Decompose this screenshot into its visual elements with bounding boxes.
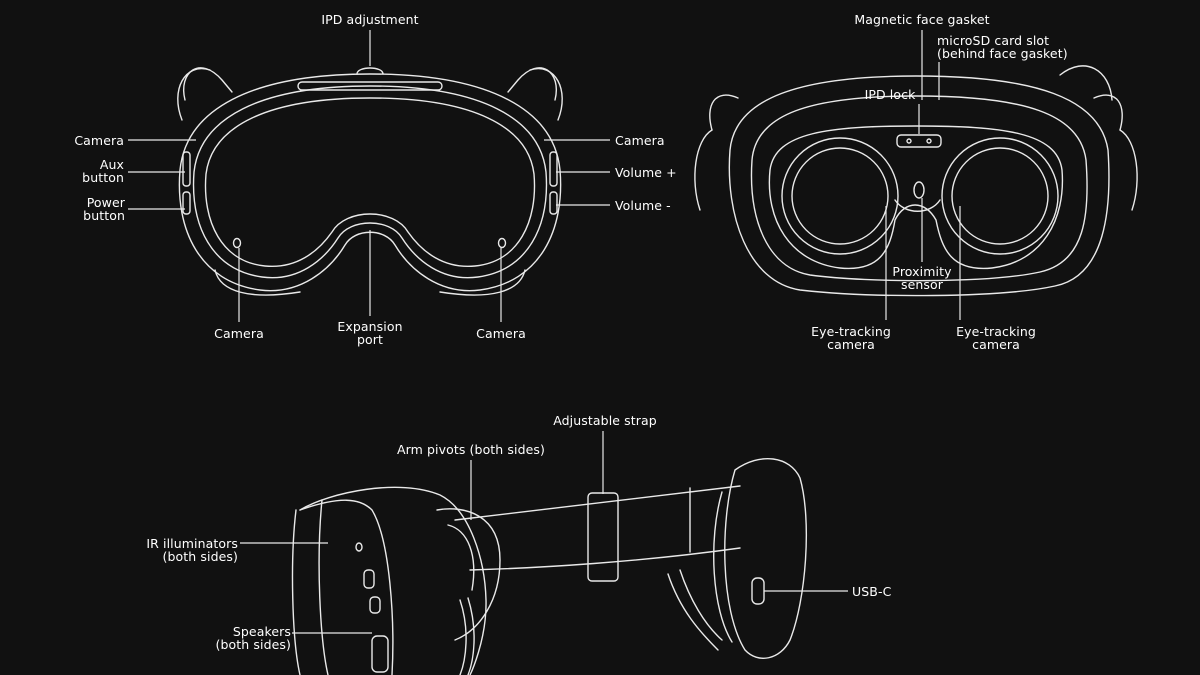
rear-view-leaders (885, 30, 961, 320)
label-volume-minus: Volume - (615, 198, 671, 213)
label-eye-tracking-left: Eye-tracking camera (811, 324, 891, 352)
label-arm-pivots: Arm pivots (both sides) (396, 442, 546, 457)
side-view-leaders (240, 431, 848, 634)
label-ipd-lock: IPD lock (864, 87, 916, 102)
label-eye-tracking-right: Eye-tracking camera (956, 324, 1036, 352)
side-view-drawing (291, 458, 808, 675)
label-aux-button: Aux button (82, 157, 124, 185)
label-ipd-adjustment: IPD adjustment (321, 12, 419, 27)
label-volume-plus: Volume + (615, 165, 677, 180)
label-speakers: Speakers (both sides) (215, 624, 291, 652)
label-camera-left-top: Camera (74, 133, 124, 148)
front-view-leaders (128, 30, 610, 322)
label-ir-illuminators: IR illuminators (both sides) (146, 536, 238, 564)
label-camera-bottom-right: Camera (476, 326, 526, 341)
label-expansion-port: Expansion port (337, 319, 403, 347)
label-magnetic-face-gasket: Magnetic face gasket (854, 12, 990, 27)
label-camera-right-top: Camera (615, 133, 665, 148)
label-camera-bottom-left: Camera (214, 326, 264, 341)
label-usb-c: USB-C (852, 584, 892, 599)
label-microsd-slot: microSD card slot (behind face gasket) (937, 33, 1068, 61)
rear-view-drawing (694, 65, 1138, 297)
label-proximity-sensor: Proximity sensor (892, 264, 952, 292)
label-adjustable-strap: Adjustable strap (553, 413, 657, 428)
label-power-button: Power button (83, 195, 125, 223)
